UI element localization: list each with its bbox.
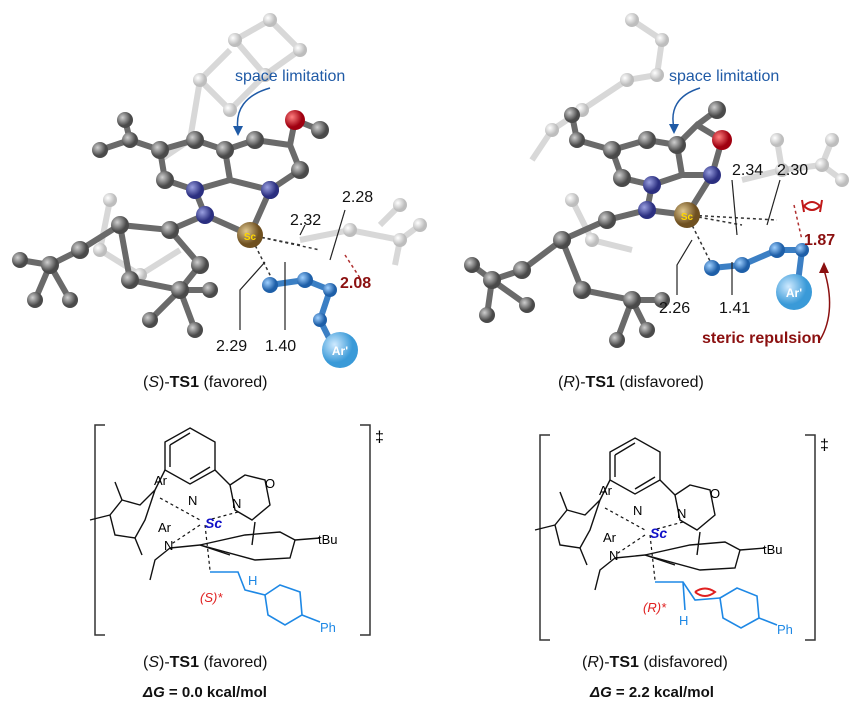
left-scheme-caption: (S)-TS1 (favored) [143,654,268,671]
left-annotation-arrow [236,87,271,131]
right-clash-icon [803,201,822,211]
left-scheme-o: O [265,476,275,491]
right-scheme-clash-icon [694,587,717,597]
left-scheme-tbu: tBu [318,532,338,547]
right-scheme-ph: Ph [777,622,793,637]
right-scheme-ar1: Ar [599,483,613,498]
right-aryl-label: Ar' [786,286,802,300]
right-scheme-caption: (R)-TS1 (disfavored) [582,654,728,671]
left-sc-atom-label: Sc [244,232,257,243]
left-scheme-h: H [248,573,257,588]
right-distance-2-30: 2.30 [777,162,809,179]
right-energy-label: ΔG = 2.2 kcal/mol [590,684,714,701]
right-scandium-atom [674,202,700,228]
left-scheme-drawing: Ar Ar N N N O Sc tBu H Ph (S)* ‡ [89,424,384,636]
right-repulsion-arrow [819,269,831,341]
right-scheme-ar2: Ar [603,530,617,545]
right-distance-2-26: 2.26 [659,300,691,317]
left-ball-stick-render: Sc Ar' [12,13,427,368]
right-scheme-sc: Sc [650,525,667,541]
left-distance-1-40: 1.40 [265,338,297,355]
left-distance-2-08: 2.08 [340,275,372,292]
left-distance-2-32: 2.32 [290,212,322,229]
right-annotation-arrow [672,87,701,129]
right-scheme-o: O [710,486,720,501]
left-energy-label: ΔG = 0.0 kcal/mol [143,684,267,701]
right-scheme-drawing: Ar Ar N N N O Sc tBu H Ph (R)* ‡ [534,434,829,641]
right-ball-stick-render: Sc Ar' [464,13,849,348]
right-callout-lines [676,179,781,295]
left-scandium-atom [237,222,263,248]
left-scheme-sc: Sc [205,515,222,531]
left-distance-2-28: 2.28 [342,189,374,206]
left-space-limitation-label: space limitation [235,68,346,85]
right-3d-model: Sc Ar' space limitation 2.34 2.30 1.87 2… [432,0,865,400]
left-scheme-ar1: Ar [154,473,168,488]
right-distance-1-41: 1.41 [719,300,751,317]
left-scheme-n3: N [164,538,173,553]
right-scheme-stereo: (R)* [643,600,667,615]
left-scheme-n2: N [232,496,241,511]
right-distance-2-34: 2.34 [732,162,764,179]
left-callout-lines [239,209,346,330]
right-aryl-sphere [776,274,812,310]
right-scheme-dagger: ‡ [820,437,829,454]
right-scheme-n3: N [609,548,618,563]
right-scheme-n1: N [633,503,642,518]
right-scheme-tbu: tBu [763,542,783,557]
left-3d-caption: (S)-TS1 (favored) [143,374,268,391]
left-scheme-ar2: Ar [158,520,172,535]
right-distance-1-87: 1.87 [804,232,836,249]
left-2d-scheme: Ar Ar N N N O Sc tBu H Ph (S)* ‡ [80,420,420,660]
right-2d-scheme: Ar Ar N N N O Sc tBu H Ph (R)* ‡ [525,420,865,660]
left-scheme-blue-chain [210,571,321,626]
left-scheme-ph: Ph [320,620,336,635]
left-aryl-sphere [322,332,358,368]
left-scheme-stereo: (S)* [200,590,223,605]
right-scheme-h: H [679,613,688,628]
right-scheme-n2: N [677,506,686,521]
left-aryl-label: Ar' [332,344,348,358]
right-scheme-blue-chain [655,581,778,629]
left-scheme-n1: N [188,493,197,508]
right-steric-repulsion-label: steric repulsion [702,330,822,347]
right-space-limitation-label: space limitation [669,68,780,85]
right-sc-atom-label: Sc [681,212,694,223]
right-dashed-contacts [686,204,803,266]
left-distance-2-29: 2.29 [216,338,248,355]
right-3d-caption: (R)-TS1 (disfavored) [558,374,704,391]
left-scheme-dagger: ‡ [375,429,384,446]
left-3d-model: Sc Ar' space limitation 2.32 2.28 2.08 2… [0,0,430,400]
